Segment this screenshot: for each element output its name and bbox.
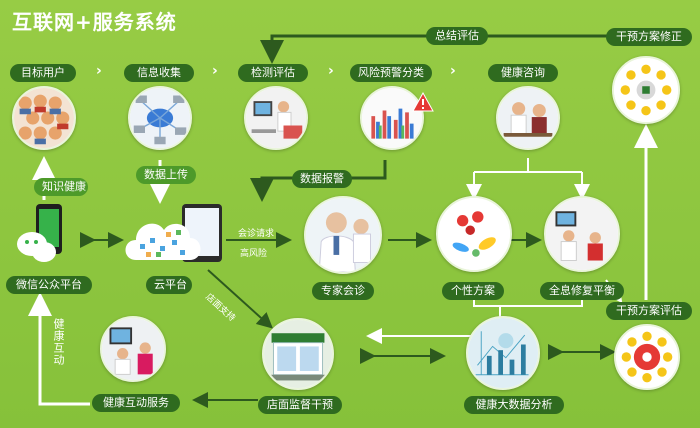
node-label-cloud: 云平台 [146,276,192,294]
tag-data-upload: 数据上传 [136,166,196,184]
annotation-health-interact: 健康互动 [52,318,65,366]
node-label-balance: 全息修复平衡 [540,282,624,300]
node-label-info-collect: 信息收集 [124,64,194,82]
tag-knowledge: 知识健康 [34,178,88,196]
risk-grade-image [360,86,424,150]
chevron-right-icon: › [212,63,218,79]
balance-image [544,196,620,272]
node-label-health-consult: 健康咨询 [488,64,558,82]
node-label-risk-grade: 风险预警分类 [350,64,432,82]
chevron-right-icon: › [96,63,102,79]
interact-wechat-arrow [28,292,90,406]
tag-summary-eval: 总结评估 [426,27,488,45]
info-collect-image [128,86,192,150]
detect-eval-image [244,86,308,150]
node-label-personal-plan: 个性方案 [442,282,504,300]
tag-data-report: 数据报警 [292,170,352,188]
page-title: 互联网+服务系统 [12,10,177,34]
bigdata-image [466,316,540,390]
node-label-interact-service: 健康互动服务 [92,394,180,412]
chevron-right-icon: › [328,63,334,79]
intervene-eval-image [614,324,680,390]
node-label-target-users: 目标用户 [10,64,76,82]
node-label-intervene-fix: 干预方案修正 [606,28,692,46]
intervene-fix-image [612,56,680,124]
cloud-store-arrow [207,269,273,329]
node-label-bigdata: 健康大数据分析 [464,396,564,414]
wechat-platform-image [14,204,74,268]
annotation-consult-request: 会诊请求 [238,229,275,239]
cloud-platform-image [120,202,228,272]
consult-branch [473,158,583,194]
node-label-detect-eval: 检测评估 [238,64,308,82]
node-label-store-monitor: 店面监督干预 [258,396,342,414]
expert-consult-image [304,196,382,274]
store-monitor-image [262,318,334,390]
chevron-right-icon: › [450,63,456,79]
target-users-image [12,86,76,150]
interact-service-image [100,316,166,382]
personal-plan-image [436,196,512,272]
node-label-intervene-eval: 干预方案评估 [606,302,692,320]
node-label-wechat: 微信公众平台 [6,276,92,294]
summary-eval-arrow [260,34,610,64]
annotation-high-risk: 高风险 [240,249,268,259]
health-consult-image [496,86,560,150]
warning-icon [412,92,434,112]
node-label-expert: 专家会诊 [312,282,374,300]
